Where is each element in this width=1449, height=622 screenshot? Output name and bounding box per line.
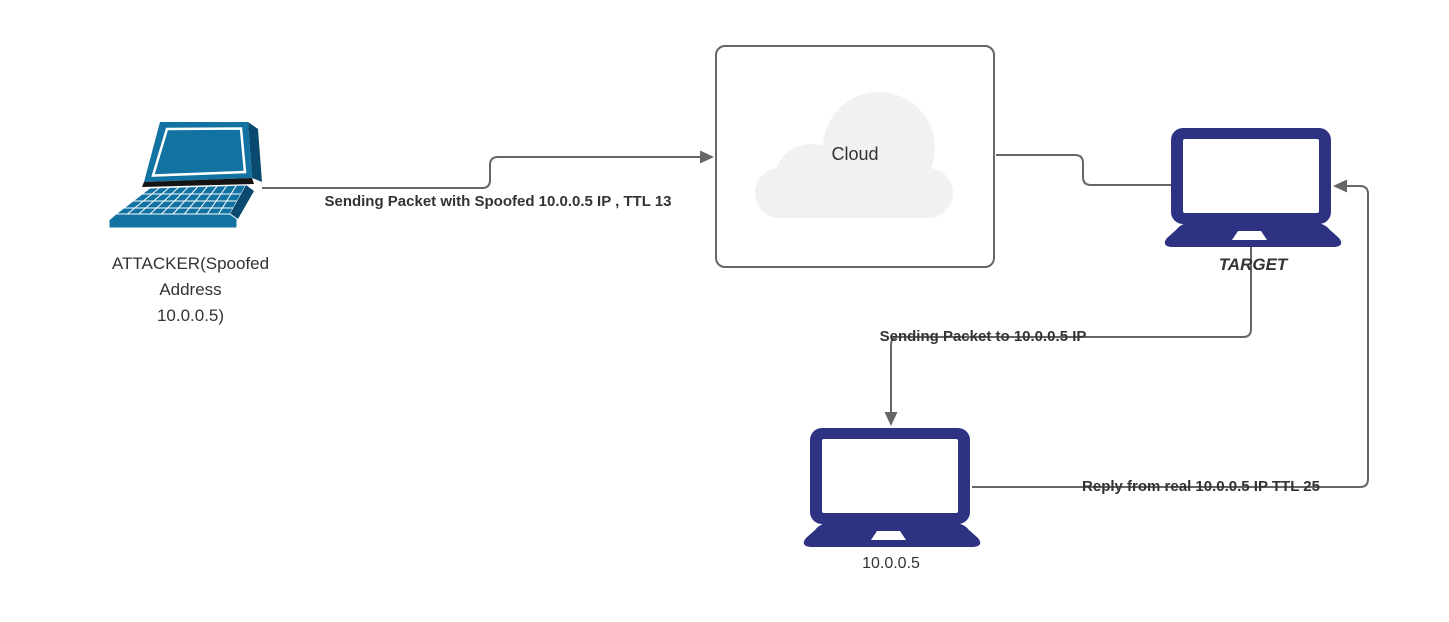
edge-attacker-to-cloud-line [262, 156, 700, 189]
keyboard-grid [123, 185, 241, 215]
edge-realhost-to-target-line [972, 185, 1369, 488]
edge-target-to-realhost-line [890, 247, 1252, 412]
edge-label-sending-packet: Sending Packet to 10.0.0.5 IP [879, 328, 1087, 345]
arrow-down-icon [884, 412, 898, 426]
target-label: TARGET [1218, 255, 1288, 274]
real-host-label: 10.0.0.5 [862, 555, 920, 572]
cloud-node: Cloud [715, 45, 995, 268]
edge-cloud-to-target-line [996, 154, 1171, 186]
edge-label-reply-packet: Reply from real 10.0.0.5 IP TTL 25 [1082, 478, 1320, 495]
attacker-laptop-icon [108, 122, 262, 229]
target-laptop-icon [1164, 128, 1342, 247]
arrow-left-icon [1333, 179, 1347, 193]
arrow-right-icon [700, 150, 714, 164]
real-host-laptop-icon [803, 428, 981, 547]
attacker-label: ATTACKER(Spoofed Address 10.0.0.5) [111, 254, 270, 325]
edge-label-spoofed-packet: Sending Packet with Spoofed 10.0.0.5 IP … [324, 193, 672, 210]
cloud-icon [755, 168, 953, 218]
cloud-label: Cloud [831, 144, 879, 164]
